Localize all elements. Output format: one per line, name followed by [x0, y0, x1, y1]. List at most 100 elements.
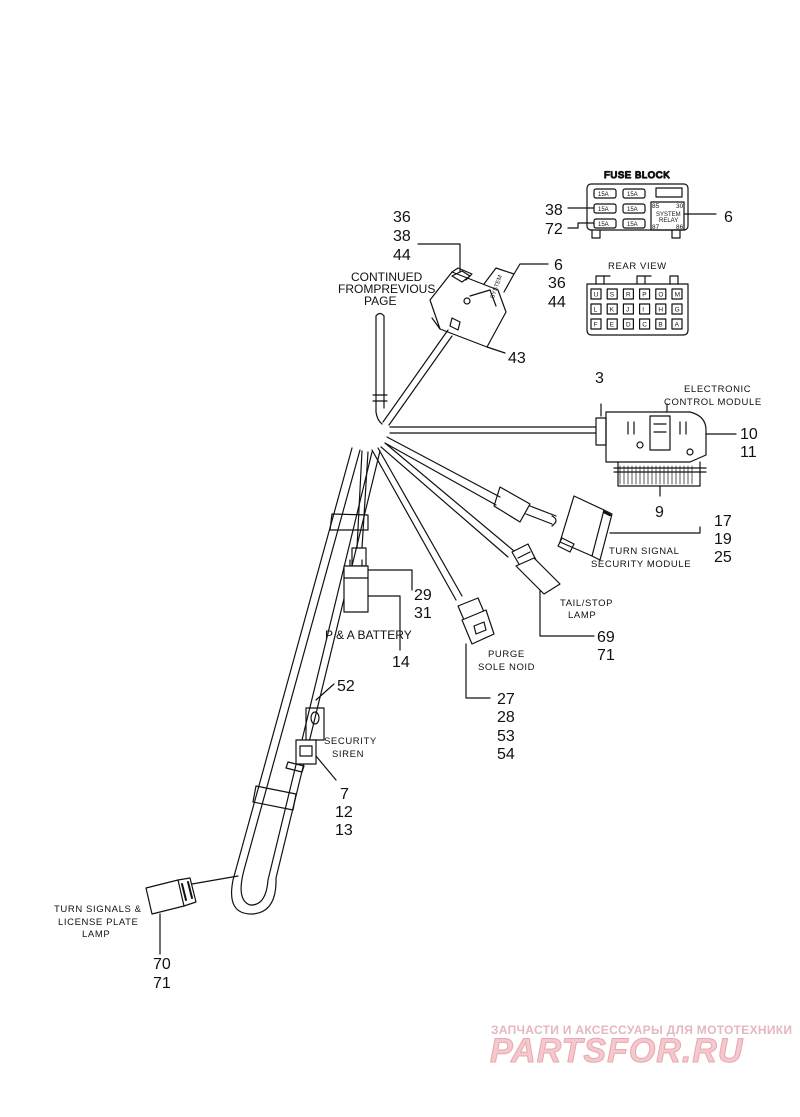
fuse-label: 15A — [598, 222, 609, 228]
leader-72 — [567, 222, 595, 229]
pin-cell — [655, 318, 667, 330]
pin-cell — [622, 303, 635, 315]
continued-note: CONTINUED FROMPREVIOUS PAGE — [338, 270, 435, 308]
purge-label-line-2: SOLE NOID — [478, 662, 535, 673]
relay-relay-label: RELAY — [659, 218, 678, 224]
pin-cell — [638, 303, 651, 315]
pin-cell — [655, 303, 667, 315]
branch-ecm — [389, 426, 597, 434]
tail-stop-lamp-connector: TAIL/STOP LAMP 69 71 — [511, 543, 615, 664]
pin-cell — [638, 288, 651, 300]
battery-connector: P & A BATTERY 29 31 14 — [325, 547, 432, 671]
fuse-label: 15A — [627, 207, 638, 213]
cable-tie — [252, 785, 297, 811]
pin-letter-a: A — [675, 322, 680, 329]
pin-cell — [622, 288, 635, 300]
harness-wires — [231, 312, 597, 915]
leader-6-36-44 — [513, 263, 549, 275]
leader-36-38-44 — [417, 243, 461, 273]
pin-cell — [671, 318, 683, 330]
battery-label: P & A BATTERY — [325, 628, 412, 642]
pin-cell — [655, 288, 667, 300]
watermark-brand: PARTSFOR.RU — [490, 1032, 744, 1070]
cable-tie — [329, 513, 369, 531]
branch-battery — [356, 450, 369, 549]
pin-letter-s: S — [610, 292, 615, 299]
leader-17-19-25 — [609, 526, 701, 534]
pin-letter-e: E — [610, 322, 615, 329]
pin-letter-i: I — [642, 307, 644, 314]
leader-69-71 — [539, 589, 595, 637]
callout-9: 9 — [655, 504, 664, 521]
pin-letter-c: C — [642, 322, 647, 329]
pin-letter-j: J — [626, 307, 629, 314]
callout-53: 53 — [497, 728, 515, 745]
continued-line-1: CONTINUED — [351, 270, 423, 284]
pin-letter-o: O — [658, 292, 663, 299]
callout-44: 44 — [548, 294, 566, 311]
callout-7: 7 — [340, 786, 349, 803]
pin-cell — [590, 288, 602, 300]
callout-29: 29 — [414, 587, 432, 604]
tail-label-line-2: LAMP — [568, 610, 596, 621]
callout-70: 70 — [153, 956, 171, 973]
watermark-tagline: ЗАПЧАСТИ И АКСЕССУАРЫ ДЛЯ МОТОТЕХНИКИ — [491, 1023, 792, 1037]
callout-25: 25 — [714, 549, 732, 566]
ecm-label-line-1: ELECTRONIC — [684, 384, 751, 395]
callout-17: 17 — [714, 513, 732, 530]
system-relay: 85 30 SYSTEM RELAY 87 86 — [650, 201, 685, 231]
callout-71: 71 — [597, 647, 615, 664]
pin-cell — [606, 318, 618, 330]
callout-36: 36 — [393, 209, 411, 226]
callout-36: 36 — [548, 275, 566, 292]
pin-letter-g: G — [675, 307, 680, 314]
pin-letter-b: B — [658, 322, 662, 329]
callout-14: 14 — [392, 654, 410, 671]
pin-cell — [671, 303, 683, 315]
pin-letter-k: K — [610, 307, 615, 314]
callout-27: 27 — [497, 691, 515, 708]
pin-letter-m: M — [675, 292, 680, 299]
ecm-label-line-2: CONTROL MODULE — [664, 397, 762, 408]
rear-view-title: REAR VIEW — [608, 261, 667, 272]
turn-signal-security-module: TURN SIGNAL SECURITY MODULE 17 19 25 — [557, 495, 732, 570]
pin-cell — [590, 318, 602, 330]
trunk-cable — [375, 315, 385, 425]
pin-letter-h: H — [658, 307, 663, 314]
callout-13: 13 — [335, 822, 353, 839]
leader-52 — [315, 683, 335, 701]
branch-fuse-connector — [382, 329, 453, 426]
leader-27-28-53-54 — [465, 643, 491, 699]
tail-label-line-1: TAIL/STOP — [560, 598, 613, 609]
callout-19: 19 — [714, 531, 732, 548]
continued-line-3: PAGE — [364, 294, 396, 308]
callout-11: 11 — [740, 444, 757, 461]
continued-line-2: FROMPREVIOUS — [338, 282, 435, 296]
purge-solenoid-connector: PURGE SOLE NOID 27 28 53 54 — [457, 597, 535, 763]
fuse-row-1: 15A 15A — [593, 187, 683, 199]
branch-tail-lamp — [380, 442, 515, 558]
callout-28: 28 — [497, 709, 515, 726]
callout-12: 12 — [335, 804, 353, 821]
callout-10: 10 — [740, 426, 758, 443]
tsm-label-line-1: TURN SIGNAL — [609, 546, 679, 557]
branch-purge — [371, 447, 463, 601]
callout-31: 31 — [414, 605, 432, 622]
relay-pin-85: 85 — [652, 203, 660, 210]
leader-29-31 — [367, 569, 413, 591]
relay-pin-30: 30 — [676, 203, 684, 210]
fuse-label: 15A — [627, 192, 638, 198]
leader-14 — [367, 595, 401, 651]
callout-38: 38 — [393, 228, 411, 245]
branch-turn-signals — [240, 449, 373, 906]
callout-54: 54 — [497, 746, 515, 763]
callout-44: 44 — [393, 247, 411, 264]
callout-71: 71 — [153, 975, 171, 992]
fuse-block-title: FUSE BLOCK — [604, 170, 670, 181]
pin-cell — [590, 303, 602, 315]
pin-letter-u: U — [594, 292, 599, 299]
